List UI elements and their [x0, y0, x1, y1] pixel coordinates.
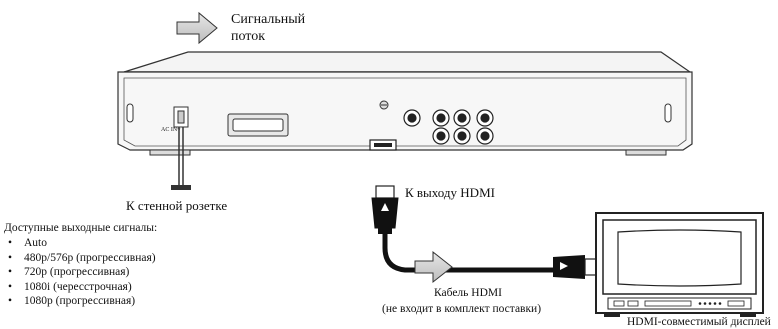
- hdmi-cable-connector-display: [553, 255, 600, 279]
- signal-flow-label: Сигнальный поток: [231, 11, 305, 45]
- hdmi-port: [369, 139, 397, 151]
- signal-flow-arrow: [176, 11, 218, 45]
- player-top-face: [123, 51, 692, 73]
- hdmi-out-label: К выходу HDMI: [405, 185, 495, 200]
- wall-outlet-label: К стенной розетке: [126, 198, 228, 213]
- output-item: Auto: [4, 236, 157, 251]
- available-outputs-heading: Доступные выходные сигналы:: [4, 222, 158, 234]
- available-outputs-list: Auto 480p/576p (прогрессивная) 720p (про…: [4, 236, 157, 309]
- power-plug: [171, 185, 191, 190]
- signal-flow-label-line2: поток: [231, 29, 266, 44]
- output-item: 1080p (прогрессивная): [4, 294, 157, 309]
- rca-jacks: [403, 109, 494, 145]
- display-monitor: [595, 212, 764, 317]
- hdmi-cable-connector-top: [371, 185, 399, 234]
- available-outputs: Доступные выходные сигналы: Auto 480p/57…: [4, 221, 157, 309]
- ac-in-label: AC IN~: [161, 127, 181, 133]
- display-label: HDMI-совместимый дисплей: [627, 316, 771, 328]
- output-item: 1080i (чересстрочная): [4, 280, 157, 295]
- output-item: 480p/576p (прогрессивная): [4, 251, 157, 266]
- cable-signal-arrow: [414, 250, 453, 284]
- hdmi-cable-note: (не входит в комплект поставки): [382, 303, 542, 315]
- ac-inlet: [173, 106, 189, 128]
- hdmi-cable-label: Кабель HDMI: [434, 287, 502, 299]
- player-back-panel: [117, 71, 693, 156]
- output-item: 720p (прогрессивная): [4, 265, 157, 280]
- signal-flow-label-line1: Сигнальный: [231, 12, 306, 27]
